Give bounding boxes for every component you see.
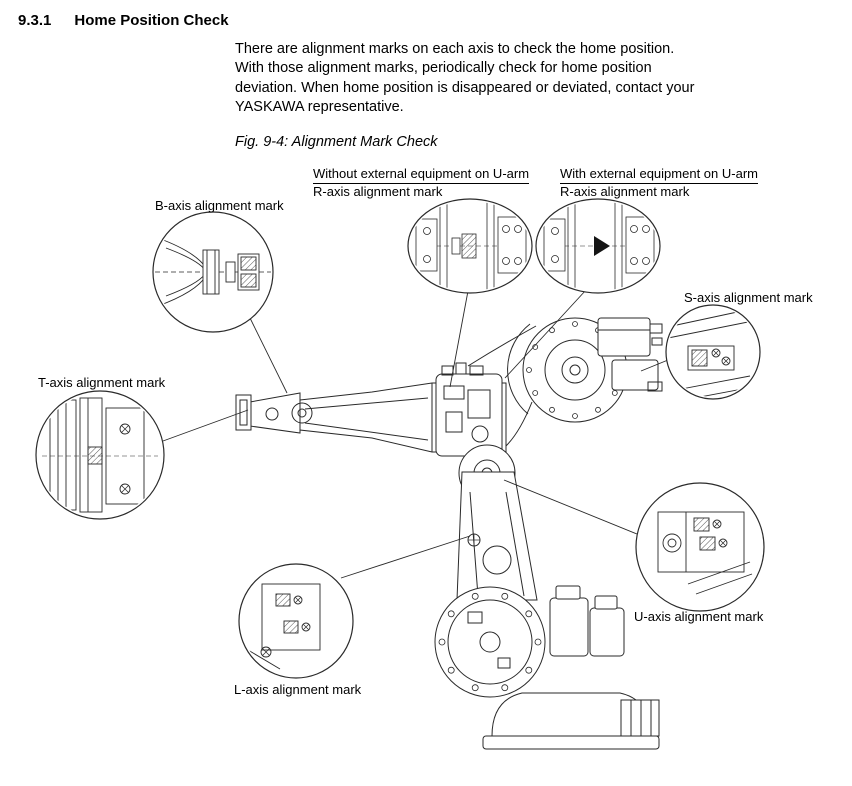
robot-head-cluster: [505, 317, 663, 447]
s-axis-callout-detail: [668, 307, 758, 397]
body-line: YASKAWA representative.: [235, 99, 404, 116]
r-axis-leader-2: [504, 289, 587, 379]
body-line: deviation. When home position is disappe…: [235, 79, 695, 96]
label-b-axis: B-axis alignment mark: [155, 198, 284, 213]
robot-motors: [549, 585, 625, 657]
r-axis-leader-1: [449, 290, 469, 388]
label-group-without-external: Without external equipment on U-arm R-ax…: [313, 166, 530, 199]
section-number: 9.3.1: [18, 12, 52, 29]
body-line: There are alignment marks on each axis t…: [235, 41, 675, 57]
robot-wrist: [235, 392, 313, 434]
r-axis-without-detail: [415, 202, 527, 290]
robot-turntable: [434, 586, 546, 698]
cable-line: [467, 325, 537, 367]
label-r-axis-with: R-axis alignment mark: [560, 183, 690, 199]
robot-upper-arm: [299, 362, 507, 457]
u-axis-callout-detail: [657, 511, 753, 595]
s-axis-leader: [640, 359, 669, 372]
label-u-axis: U-axis alignment mark: [634, 609, 764, 624]
robot-illustration: [235, 317, 663, 750]
label-l-axis: L-axis alignment mark: [234, 682, 362, 697]
b-axis-callout-detail: [155, 237, 271, 307]
t-axis-leader: [162, 409, 249, 442]
leader-lines: [162, 289, 669, 579]
section-title: Home Position Check: [74, 12, 229, 29]
robot-base: [482, 692, 660, 750]
body-paragraph: There are alignment marks on each axis t…: [235, 40, 694, 118]
l-axis-leader: [340, 535, 471, 579]
label-group-with-external: With external equipment on U-arm R-axis …: [560, 166, 758, 199]
label-t-axis: T-axis alignment mark: [38, 375, 166, 390]
b-axis-leader: [249, 317, 288, 394]
r-axis-with-detail: [543, 202, 655, 290]
section-heading: 9.3.1 Home Position Check: [18, 12, 229, 29]
label-r-axis-without: R-axis alignment mark: [313, 183, 443, 199]
figure-caption: Fig. 9-4: Alignment Mark Check: [235, 134, 438, 150]
body-line: With those alignment marks, periodically…: [235, 60, 652, 77]
l-axis-callout-detail: [243, 583, 321, 676]
u-axis-leader: [503, 479, 638, 535]
t-axis-callout-detail: [42, 397, 158, 513]
robot-lower-arm: [456, 471, 538, 601]
label-s-axis: S-axis alignment mark: [684, 290, 813, 305]
label-with-external-header: With external equipment on U-arm: [560, 166, 758, 184]
label-without-external-header: Without external equipment on U-arm: [313, 166, 530, 184]
